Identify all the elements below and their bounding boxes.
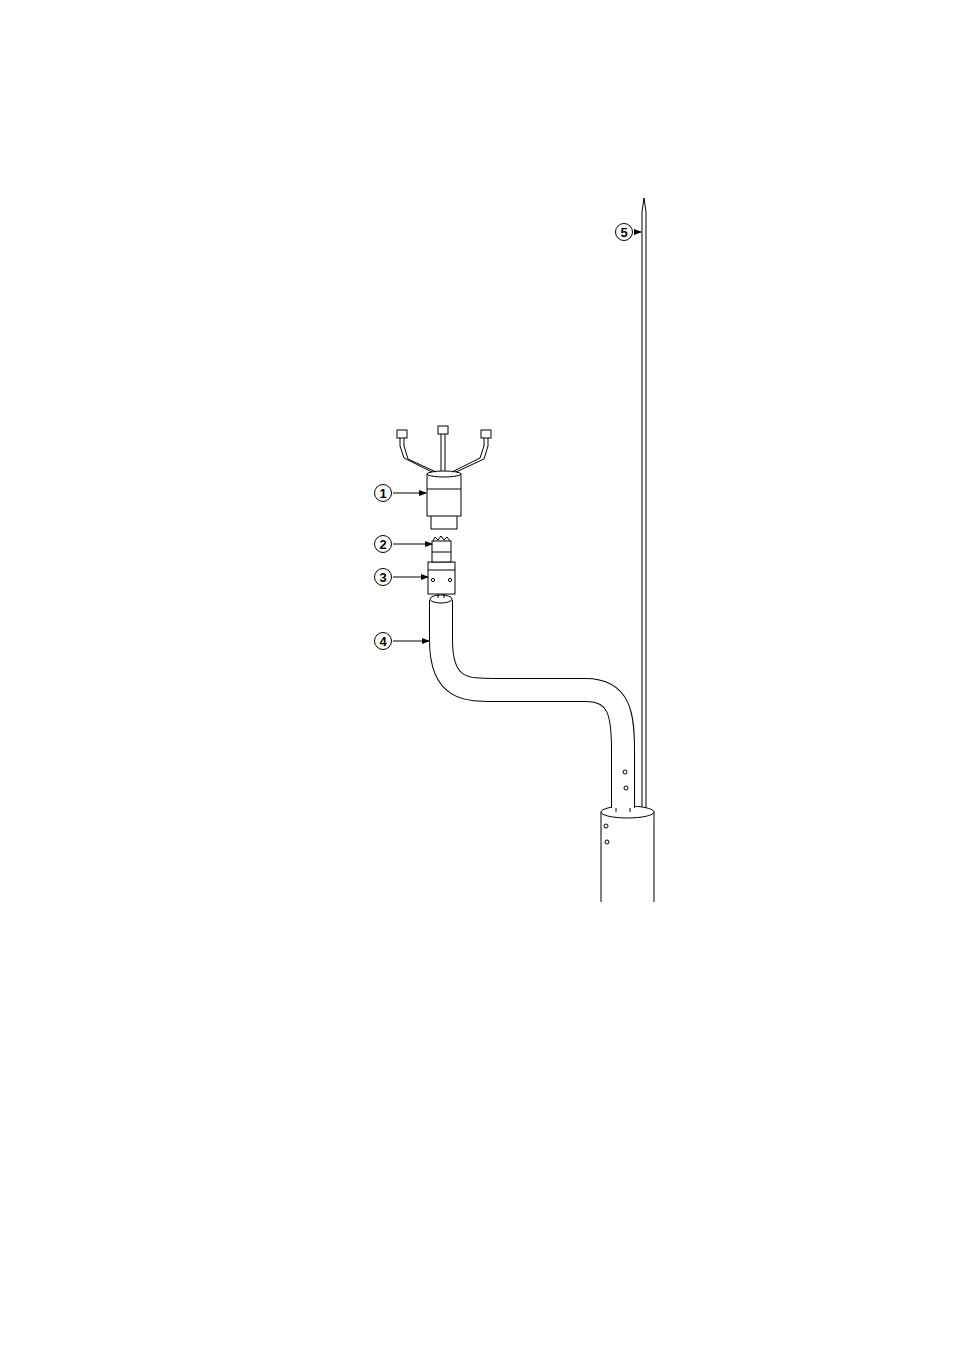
ultrasonic-sensor (397, 426, 491, 529)
callout-number: 3 (374, 568, 392, 586)
connector (432, 536, 451, 562)
adaptor (428, 562, 455, 594)
mast (601, 806, 654, 902)
callout-number: 4 (374, 632, 392, 650)
mounting-arm (430, 595, 630, 812)
callout-number: 5 (615, 223, 633, 241)
lightning-rod (642, 198, 646, 810)
leader-lines (393, 232, 641, 641)
callout-number: 2 (374, 535, 392, 553)
callout-number: 1 (374, 484, 392, 502)
